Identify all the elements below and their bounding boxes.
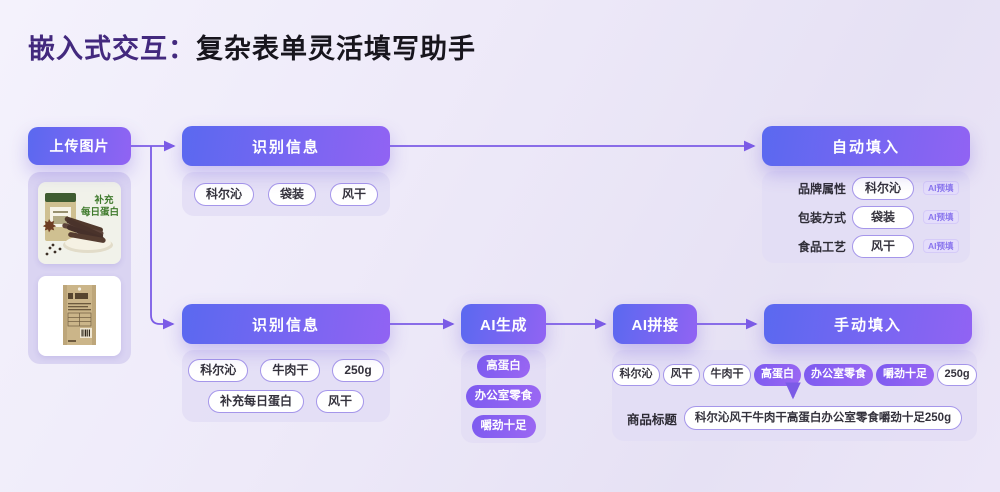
beef-jerky-sticks — [62, 216, 106, 243]
ai-prefill-badge: AI预填 — [923, 238, 959, 254]
autofill-node: 自动填入 — [762, 126, 970, 166]
photo-caption-line2: 每日蛋白 — [81, 206, 119, 218]
tag-protein: 高蛋白 — [753, 364, 801, 387]
ai-splice-node: AI拼接 — [613, 304, 697, 344]
recognize-info-bottom-tags-panel: 科尔沁 牛肉干 250g 补充每日蛋白 风干 — [182, 350, 390, 422]
tag-chewy: 嚼劲十足 — [875, 364, 934, 387]
tag-brand: 科尔沁 — [193, 182, 254, 206]
recognize-info-top-node: 识别信息 — [182, 126, 390, 166]
product-title-row: 商品标题 科尔沁风干牛肉干高蛋白办公室零食嚼劲十足250g — [612, 406, 977, 430]
star-anise-icon — [42, 219, 57, 233]
autofill-field-package: 包装方式 袋装 AI预填 — [792, 205, 960, 229]
tag-process: 风干 — [316, 390, 365, 413]
product-title-label: 商品标题 — [626, 412, 677, 427]
recognize-info-top-tags-panel: 科尔沁 袋装 风干 — [182, 172, 390, 216]
tag-process: 风干 — [662, 364, 700, 387]
tag-office-snack: 办公室零食 — [803, 364, 873, 387]
manual-fill-panel: 科尔沁 风干 牛肉干 高蛋白 办公室零食 嚼劲十足 250g 商品标题 科尔沁风… — [611, 350, 978, 441]
ai-generate-tags-panel: 高蛋白 办公室零食 嚼劲十足 — [461, 350, 546, 443]
barcode — [80, 328, 92, 338]
arrow-upload-to-recognize-bottom — [150, 146, 175, 330]
product-photo-front: 补充 每日蛋白 — [38, 182, 121, 264]
tag-weight: 250g — [332, 359, 384, 382]
photo-caption-line1: 补充 — [93, 194, 114, 206]
page-title-highlight: 嵌入式交互： — [28, 34, 196, 64]
tag-package: 袋装 — [267, 182, 316, 206]
product-photo-back — [38, 276, 121, 356]
field-value-pill: 袋装 — [852, 205, 914, 229]
kraft-bag-back — [63, 285, 96, 345]
photo-caption: 补充 每日蛋白 — [81, 194, 119, 218]
manual-fill-node: 手动填入 — [764, 304, 972, 344]
generated-tag-chewy: 嚼劲十足 — [471, 415, 536, 439]
tag-weight: 250g — [936, 364, 978, 387]
field-label: 包装方式 — [797, 210, 846, 225]
autofill-field-brand: 品牌属性 科尔沁 AI预填 — [792, 176, 960, 200]
ai-generate-node: AI生成 — [461, 304, 546, 344]
recognize-info-bottom-node: 识别信息 — [182, 304, 390, 344]
ai-prefill-badge: AI预填 — [923, 180, 959, 196]
autofill-fields-panel: 品牌属性 科尔沁 AI预填 包装方式 袋装 AI预填 食品工艺 风干 AI预填 — [762, 171, 970, 263]
generated-tag-protein: 高蛋白 — [477, 354, 530, 378]
field-value-pill: 风干 — [852, 234, 914, 258]
tag-process: 风干 — [330, 182, 379, 206]
tag-product: 牛肉干 — [702, 364, 751, 387]
generated-tag-office-snack: 办公室零食 — [465, 384, 542, 409]
ai-prefill-badge: AI预填 — [923, 209, 959, 225]
tag-slogan: 补充每日蛋白 — [207, 390, 304, 413]
peppercorns — [45, 243, 62, 256]
tag-product: 牛肉干 — [260, 359, 321, 382]
field-label: 品牌属性 — [797, 181, 846, 196]
autofill-field-process: 食品工艺 风干 AI预填 — [792, 234, 960, 258]
page-title: 嵌入式交互：复杂表单灵活填写助手 — [28, 27, 476, 66]
spliced-tags-row: 科尔沁 风干 牛肉干 高蛋白 办公室零食 嚼劲十足 250g — [611, 364, 978, 387]
tags-row-2: 补充每日蛋白 风干 — [207, 390, 365, 413]
field-value-pill: 科尔沁 — [852, 176, 914, 200]
product-images-panel: 补充 每日蛋白 — [28, 172, 131, 364]
page-title-main: 复杂表单灵活填写助手 — [196, 34, 476, 64]
tags-row-1: 科尔沁 牛肉干 250g — [188, 359, 384, 382]
field-label: 食品工艺 — [797, 239, 846, 254]
tag-brand: 科尔沁 — [188, 359, 249, 382]
upload-image-node: 上传图片 — [28, 127, 131, 165]
tag-brand: 科尔沁 — [611, 364, 660, 387]
product-title-value-pill: 科尔沁风干牛肉干高蛋白办公室零食嚼劲十足250g — [683, 406, 963, 430]
